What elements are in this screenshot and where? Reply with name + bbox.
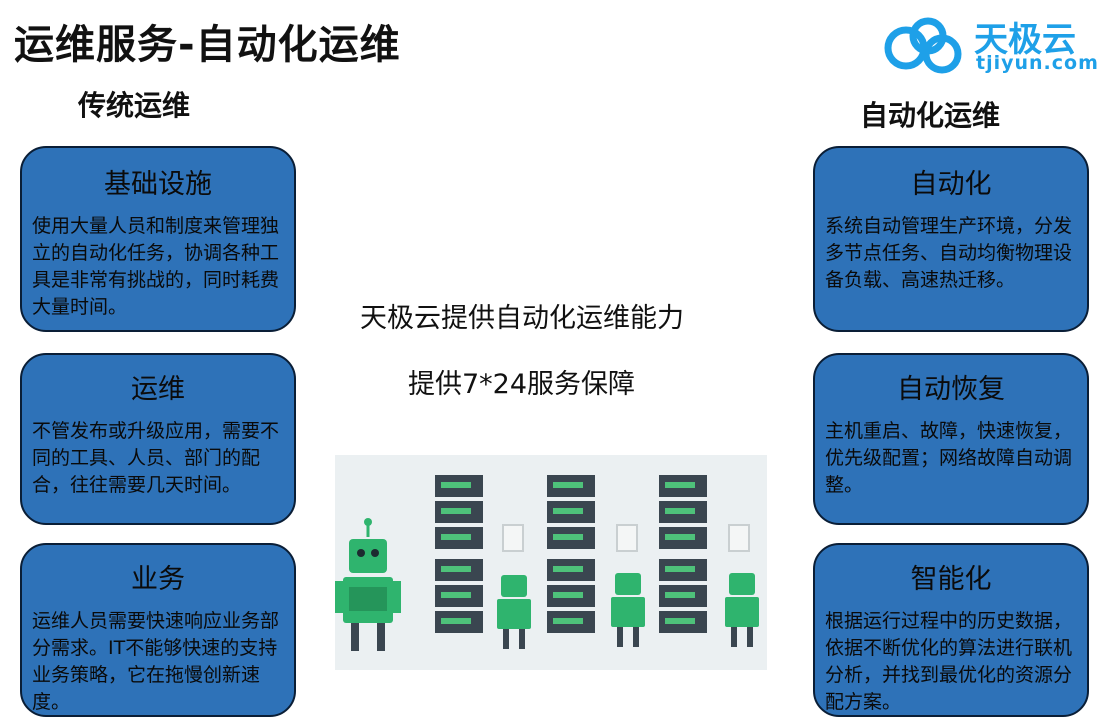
document-icon — [502, 524, 750, 552]
cloud-logo-icon — [884, 17, 962, 74]
server-rack-icon — [435, 475, 707, 633]
card-title: 运维 — [131, 374, 185, 405]
page-title: 运维服务-自动化运维 — [14, 22, 401, 68]
logo-url: tjiyun.com — [976, 52, 1099, 74]
automation-heading: 自动化运维 — [860, 99, 1001, 132]
card-operations: 运维 不管发布或升级应用，需要不同的工具、人员、部门的配合，往往需要几天时间。 — [20, 353, 296, 525]
card-automation: 自动化 系统自动管理生产环境，分发多节点任务、自动均衡物理设备负载、高速热迁移。 — [813, 146, 1089, 332]
card-title: 智能化 — [910, 564, 992, 595]
logo-name: 天极云 — [974, 20, 1076, 60]
robot-icon — [725, 573, 759, 647]
card-title: 自动化 — [910, 169, 992, 200]
card-infrastructure: 基础设施 使用大量人员和制度来管理独立的自动化任务，协调各种工具是非常有挑战的，… — [20, 146, 296, 332]
center-subline: 提供7*24服务保障 — [408, 369, 636, 400]
card-body: 根据运行过程中的历史数据，依据不断优化的算法进行联机分析，并找到最优化的资源分配… — [825, 610, 1073, 713]
logo: 天极云 tjiyun.com — [876, 10, 1098, 76]
card-body: 运维人员需要快速响应业务部分需求。IT不能够快速的支持业务策略，它在拖慢创新速度… — [32, 610, 280, 713]
robot-icon — [497, 575, 531, 649]
card-body: 使用大量人员和制度来管理独立的自动化任务，协调各种工具是非常有挑战的，同时耗费大… — [32, 215, 280, 318]
card-body: 系统自动管理生产环境，分发多节点任务、自动均衡物理设备负载、高速热迁移。 — [825, 215, 1073, 291]
center-headline: 天极云提供自动化运维能力 — [360, 303, 684, 334]
robot-icon — [335, 518, 401, 651]
card-title: 自动恢复 — [897, 374, 1005, 405]
robots-servers-illustration — [335, 455, 767, 670]
card-title: 基础设施 — [104, 169, 212, 200]
card-title: 业务 — [131, 564, 185, 595]
robot-icon — [611, 573, 645, 647]
card-business: 业务 运维人员需要快速响应业务部分需求。IT不能够快速的支持业务策略，它在拖慢创… — [20, 543, 296, 717]
card-body: 不管发布或升级应用，需要不同的工具、人员、部门的配合，往往需要几天时间。 — [32, 420, 280, 496]
traditional-heading: 传统运维 — [78, 89, 191, 122]
card-intelligent: 智能化 根据运行过程中的历史数据，依据不断优化的算法进行联机分析，并找到最优化的… — [813, 543, 1089, 717]
illustration-svg — [335, 475, 759, 651]
card-body: 主机重启、故障，快速恢复，优先级配置；网络故障自动调整。 — [825, 420, 1073, 496]
card-auto-recovery: 自动恢复 主机重启、故障，快速恢复，优先级配置；网络故障自动调整。 — [813, 353, 1089, 525]
